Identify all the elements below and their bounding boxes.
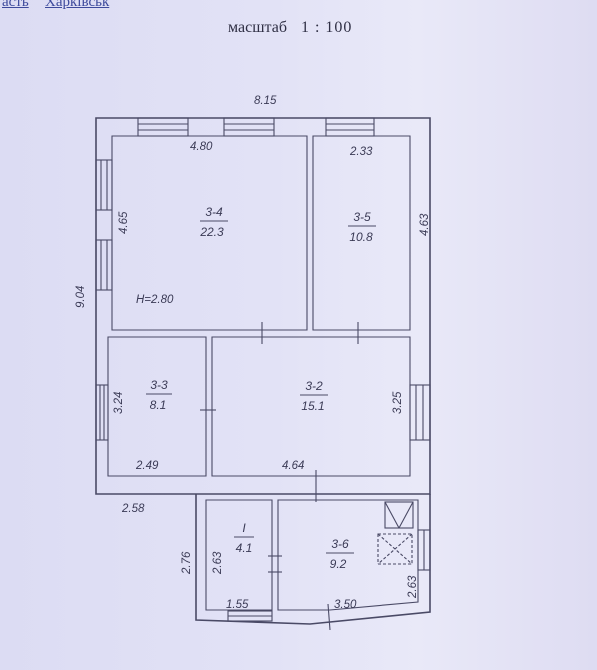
window-left-1 [95, 159, 113, 211]
dim-r33-bottom: 2.49 [135, 460, 159, 472]
window-ext-right [417, 529, 431, 571]
header-fragment-left[interactable]: асть [2, 0, 29, 10]
dim-main-left-depth: 2.58 [121, 503, 145, 515]
room-3-6-outline [277, 499, 419, 611]
dim-overall-depth: 9.04 [75, 286, 87, 308]
room-area: 10.8 [349, 230, 373, 244]
dim-r33-side: 3.24 [113, 392, 125, 414]
dim-r36-bottom: 3.50 [334, 599, 357, 611]
room-3-4-label: 3-4 22.3 [199, 205, 228, 239]
dim-rI-side: 2.63 [212, 551, 224, 575]
dim-r32-side: 3.25 [392, 391, 404, 414]
room-3-3-label: 3-3 8.1 [146, 378, 172, 412]
dim-r34-side: 4.65 [118, 211, 130, 234]
scale-value: 1 : 100 [300, 19, 353, 36]
dim-r35-side: 4.63 [419, 213, 431, 236]
ceiling-height: H=2.80 [136, 294, 174, 306]
dim-rI-bottom: 1.55 [226, 599, 249, 611]
window-ext-bottom [227, 610, 273, 622]
room-3-6-label: 3-6 9.2 [326, 537, 354, 571]
window-top-1 [137, 117, 189, 137]
room-3-5-label: 3-5 10.8 [348, 210, 376, 244]
scale-label: масштаб [228, 19, 287, 36]
room-area: 22.3 [199, 225, 224, 239]
stove-symbol [384, 501, 414, 529]
room-area: 8.1 [150, 398, 167, 412]
window-top-3 [325, 117, 375, 137]
window-right-1 [409, 384, 431, 441]
dim-r35-top: 2.33 [349, 146, 373, 158]
window-top-2 [223, 117, 275, 137]
outer-wall-extension [195, 494, 431, 625]
dim-ext-outer-side: 2.76 [181, 551, 193, 575]
dim-r32-bottom: 4.64 [282, 460, 304, 472]
room-id: I [242, 521, 246, 535]
door-marks [200, 322, 359, 631]
header-fragment-right[interactable]: Харківськ [45, 0, 110, 10]
dim-r34-top: 4.80 [190, 141, 213, 153]
dim-r36-side: 2.63 [407, 575, 419, 599]
room-id: 3-4 [205, 205, 223, 219]
room-area: 4.1 [236, 541, 253, 555]
dim-overall-width: 8.15 [254, 95, 277, 107]
window-left-2 [95, 239, 113, 291]
window-left-3 [95, 384, 109, 441]
room-area: 9.2 [330, 557, 347, 571]
room-3-5-outline [312, 135, 411, 331]
room-id: 3-2 [305, 379, 323, 393]
boiler-symbol [377, 533, 413, 565]
room-I-label: I 4.1 [234, 521, 254, 555]
room-id: 3-3 [150, 378, 168, 392]
room-area: 15.1 [301, 399, 324, 413]
scale-label-group: масштаб 1 : 100 [228, 19, 352, 37]
room-3-2-outline [211, 336, 411, 477]
room-3-2-label: 3-2 15.1 [300, 379, 328, 413]
room-id: 3-6 [331, 537, 349, 551]
room-id: 3-5 [353, 210, 371, 224]
room-I-outline [205, 499, 273, 611]
outer-wall-main [95, 117, 431, 495]
